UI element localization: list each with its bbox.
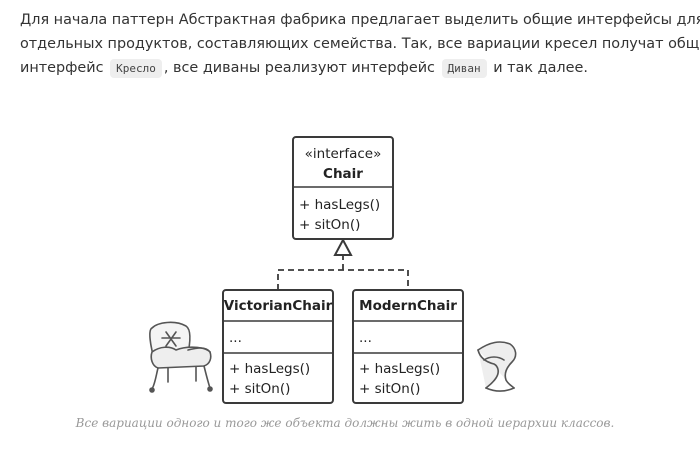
realization-connector xyxy=(277,237,409,290)
interface-chair-box: «interface» Chair + hasLegs() + sitOn() xyxy=(292,136,394,240)
class-name: VictorianChair xyxy=(224,298,333,314)
paragraph-line-2: отдельных продуктов, составляющих семейс… xyxy=(20,36,700,52)
interface-method: + sitOn() xyxy=(299,217,360,233)
class-method: + hasLegs() xyxy=(359,361,440,377)
inline-code-chair: Кресло xyxy=(110,59,162,78)
inheritance-arrow-icon xyxy=(333,237,353,256)
modern-chair-icon xyxy=(477,341,517,392)
class-method: + sitOn() xyxy=(359,381,420,397)
interface-name: Chair xyxy=(323,166,363,182)
inline-code-sofa: Диван xyxy=(441,59,487,78)
paragraph-text: интерфейс xyxy=(20,60,104,76)
paragraph-line-3: интерфейс Кресло, все диваны реализуют и… xyxy=(20,56,680,81)
intro-paragraph: Для начала паттерн Абстрактная фабрика п… xyxy=(20,8,700,81)
class-name: ModernChair xyxy=(359,298,457,314)
figure-caption: Все вариации одного и того же объекта до… xyxy=(75,416,615,430)
paragraph-text: и так далее. xyxy=(493,60,588,76)
class-fields: ... xyxy=(359,330,372,346)
paragraph-line-1: Для начала паттерн Абстрактная фабрика п… xyxy=(20,12,700,28)
class-modernchair-box: ModernChair ... + hasLegs() + sitOn() xyxy=(352,289,464,404)
victorian-armchair-icon xyxy=(149,321,213,393)
paragraph-text: , все диваны реализуют интерфейс xyxy=(163,60,435,76)
class-method: + hasLegs() xyxy=(229,361,310,377)
interface-stereotype: «interface» xyxy=(305,146,382,162)
class-method: + sitOn() xyxy=(229,381,290,397)
class-victorianchair-box: VictorianChair ... + hasLegs() + sitOn() xyxy=(222,289,334,404)
class-fields: ... xyxy=(229,330,242,346)
interface-method: + hasLegs() xyxy=(299,197,380,213)
